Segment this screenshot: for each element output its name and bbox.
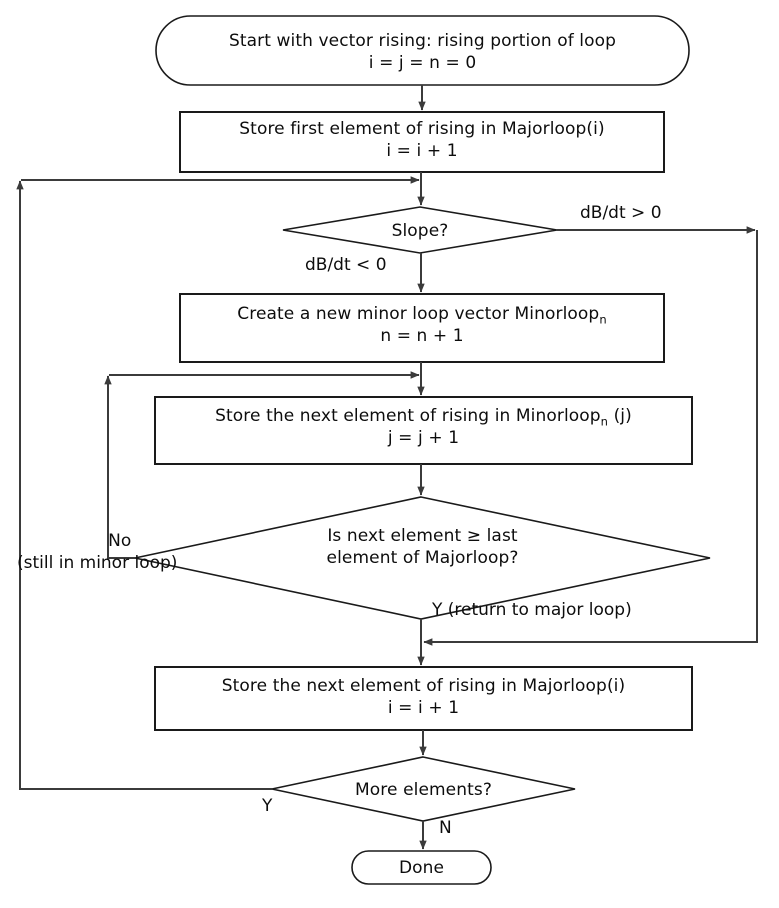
store-next-major-box-shape	[154, 666, 693, 731]
edge-label-compare-yes: Y (return to major loop)	[432, 600, 632, 620]
slope-decision-shape	[282, 206, 558, 254]
edge-label-slope-positive: dB/dt > 0	[580, 203, 662, 223]
start-terminator-shape	[155, 15, 690, 86]
done-terminator-shape	[351, 850, 492, 885]
edge-label-more-elements-no: N	[439, 818, 452, 838]
create-minor-box-shape	[179, 293, 665, 363]
edge-label-compare-no-line-1: No	[108, 531, 132, 551]
edge-label-more-elements-yes: Y	[262, 796, 273, 816]
store-first-major-box-shape	[179, 111, 665, 173]
edge-label-compare-no-line-2: (still in minor loop)	[17, 552, 178, 573]
edge-label-compare-no: No (still in minor loop)	[17, 531, 177, 575]
store-next-minor-box-shape	[154, 396, 693, 465]
edge-more-elements-yes-return	[16, 180, 272, 790]
edge-label-slope-negative: dB/dt < 0	[305, 255, 387, 275]
more-elements-decision-shape	[271, 756, 576, 822]
edge-slope-positive-return	[423, 230, 758, 646]
edge-compare-no-return	[104, 375, 135, 559]
